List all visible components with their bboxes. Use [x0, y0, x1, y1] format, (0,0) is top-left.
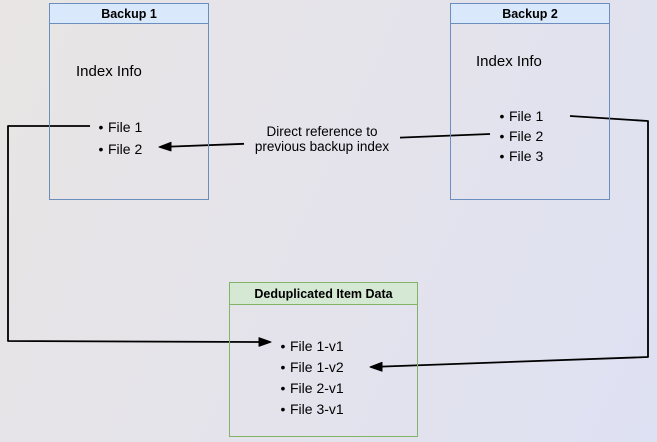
backup1-subtitle: Index Info [76, 63, 142, 80]
list-item: • File 1 [94, 116, 143, 138]
file-label: File 3-v1 [290, 401, 344, 417]
backup2-subtitle: Index Info [476, 53, 542, 70]
list-item: • File 2-v1 [276, 378, 344, 399]
list-item: • File 2 [94, 138, 143, 160]
list-item: • File 3-v1 [276, 399, 344, 420]
bullet-icon: • [98, 119, 104, 135]
list-item: • File 1 [495, 106, 544, 126]
edge-label-line1: Direct reference to [266, 124, 378, 139]
backup1-box: Backup 1 Index Info • File 1 • File 2 [49, 3, 209, 200]
edge-label: Direct reference to previous backup inde… [243, 124, 401, 154]
bullet-icon: • [280, 380, 286, 396]
bullet-icon: • [499, 108, 505, 124]
file-label: File 1-v1 [290, 338, 344, 354]
dedup-box: Deduplicated Item Data • File 1-v1 • Fil… [229, 282, 418, 437]
file-label: File 2 [108, 141, 143, 157]
edge-label-line2: previous backup index [254, 139, 390, 154]
bullet-icon: • [280, 359, 286, 375]
bullet-icon: • [98, 141, 104, 157]
bullet-icon: • [280, 338, 286, 354]
backup2-file-list: • File 1 • File 2 • File 3 [495, 106, 544, 166]
list-item: • File 2 [495, 126, 544, 146]
list-item: • File 1-v2 [276, 357, 344, 378]
file-label: File 1 [509, 108, 544, 124]
dedup-title: Deduplicated Item Data [230, 283, 417, 305]
bullet-icon: • [499, 128, 505, 144]
list-item: • File 3 [495, 146, 544, 166]
backup1-file-list: • File 1 • File 2 [94, 116, 143, 160]
bullet-icon: • [499, 148, 505, 164]
file-label: File 2-v1 [290, 380, 344, 396]
backup2-box: Backup 2 Index Info • File 1 • File 2 • … [450, 3, 610, 200]
file-label: File 1-v2 [290, 359, 344, 375]
bullet-icon: • [280, 401, 286, 417]
file-label: File 1 [108, 119, 143, 135]
list-item: • File 1-v1 [276, 336, 344, 357]
backup2-title: Backup 2 [451, 4, 609, 24]
file-label: File 2 [509, 128, 544, 144]
file-label: File 3 [509, 148, 544, 164]
dedup-item-list: • File 1-v1 • File 1-v2 • File 2-v1 • Fi… [276, 336, 344, 420]
backup1-title: Backup 1 [50, 4, 208, 24]
